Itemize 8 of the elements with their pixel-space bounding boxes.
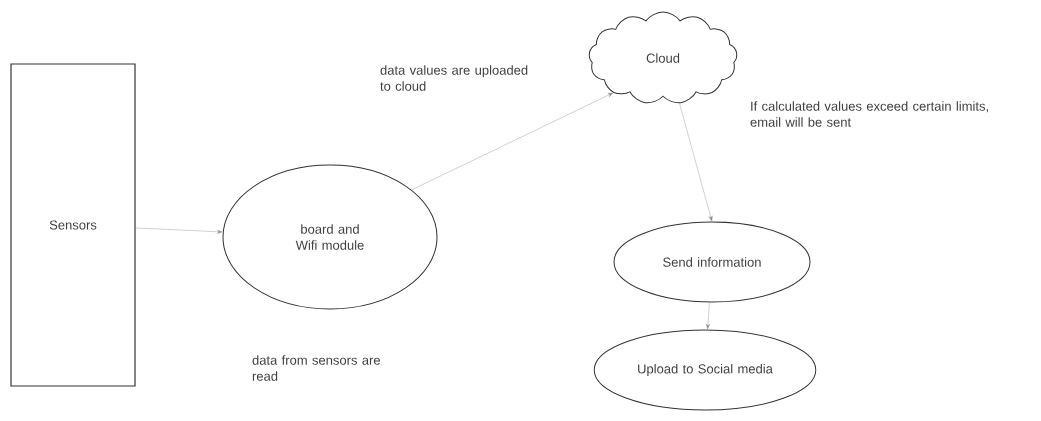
note-text: data values are uploaded to cloud <box>380 65 528 91</box>
arrow <box>135 227 223 234</box>
arrow <box>411 92 614 191</box>
arrow <box>705 302 710 330</box>
note-text: data from sensors are read <box>252 355 380 381</box>
note-text: If calculated values exceed certain limits, email will be sent <box>750 101 988 127</box>
arrow <box>679 103 713 222</box>
sensor-box: Sensors <box>10 63 136 387</box>
